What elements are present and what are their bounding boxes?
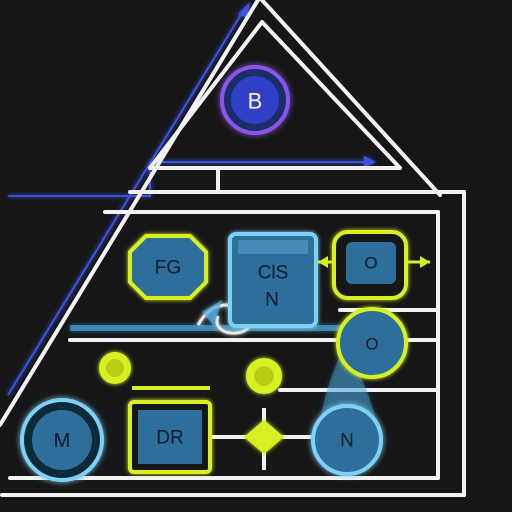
blue-arrowhead-right (364, 156, 376, 168)
node-fg-label: FG (155, 258, 181, 279)
node-o-mid-circle (336, 307, 408, 379)
node-dr: DR (128, 400, 212, 474)
node-o-mid: O (336, 307, 408, 379)
dr-n-connector (212, 408, 318, 470)
node-b-label: B (248, 89, 263, 114)
node-fg-shape (128, 234, 208, 300)
blue-diagonal-line (7, 7, 246, 396)
node-m: M (20, 398, 104, 482)
node-dr-box (138, 410, 202, 464)
node-o-top-box (346, 242, 396, 284)
node-n-bottom-label: N (340, 431, 354, 452)
blue-arrowhead-top (238, 2, 250, 18)
node-cls-header (238, 240, 308, 254)
node-o-top: O (318, 230, 430, 300)
blue-guide-lines (7, 2, 376, 396)
cyan-wedge (202, 300, 222, 326)
node-b-core (231, 76, 279, 124)
inner-triangle (148, 20, 402, 170)
node-cls-box (228, 232, 318, 328)
node-cls-label: ClS (258, 263, 289, 284)
node-dr-label: DR (156, 428, 183, 449)
node-b: B (220, 65, 290, 135)
node-n-bottom: N (311, 404, 383, 476)
node-m-core (32, 410, 92, 470)
junction-diamond (244, 420, 284, 454)
pyramid-outline (0, 0, 466, 497)
yellow-dots (99, 352, 282, 394)
node-n-inner-label: N (265, 290, 279, 311)
node-fg: FG (128, 234, 208, 300)
node-o-top-label: O (364, 254, 377, 273)
node-n-bottom-circle (311, 404, 383, 476)
node-o-top-arrow-left (318, 256, 328, 268)
outer-right-edge (260, 0, 442, 197)
node-o-mid-label: O (365, 335, 378, 354)
yellow-dot-left-inner (106, 359, 124, 377)
node-cls: ClS N (228, 232, 318, 328)
node-m-label: M (54, 430, 71, 452)
yellow-dot-middle-inner (254, 366, 274, 386)
node-o-top-arrow-right (420, 256, 430, 268)
